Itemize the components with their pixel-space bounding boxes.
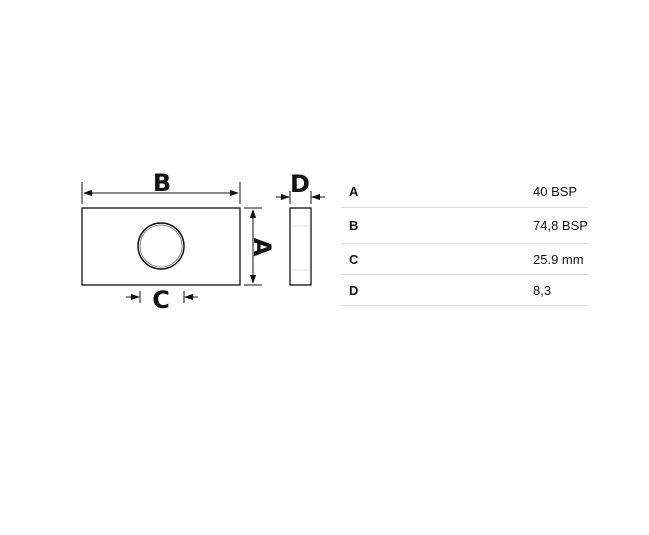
dimension-d: D bbox=[276, 170, 325, 204]
dimension-label-a: A bbox=[248, 238, 276, 257]
spec-key: C bbox=[341, 243, 525, 275]
specification-table: A 40 BSP B 74,8 BSP C 25.9 mm D 8,3 bbox=[341, 176, 588, 306]
spec-row-b: B 74,8 BSP bbox=[341, 207, 588, 244]
dimension-a: A bbox=[244, 207, 276, 286]
dimension-c: C bbox=[126, 286, 198, 314]
spec-value: 40 BSP bbox=[525, 176, 588, 208]
plate-hole bbox=[137, 222, 185, 270]
spec-key: A bbox=[341, 176, 525, 208]
dimension-label-d: D bbox=[290, 170, 310, 198]
spec-key: B bbox=[341, 207, 525, 244]
spec-value: 8,3 bbox=[525, 274, 588, 306]
dimension-label-b: B bbox=[153, 169, 171, 197]
spec-row-a: A 40 BSP bbox=[341, 176, 588, 208]
dimension-label-c: C bbox=[152, 286, 170, 314]
spec-value: 74,8 BSP bbox=[525, 207, 588, 244]
plate-side-view bbox=[289, 207, 312, 286]
dimension-b: B bbox=[81, 169, 241, 204]
spec-value: 25.9 mm bbox=[525, 243, 588, 275]
spec-row-c: C 25.9 mm bbox=[341, 243, 588, 275]
spec-row-d: D 8,3 bbox=[341, 274, 588, 306]
plate-hole-inner-edge bbox=[139, 224, 183, 268]
spec-key: D bbox=[341, 274, 525, 306]
